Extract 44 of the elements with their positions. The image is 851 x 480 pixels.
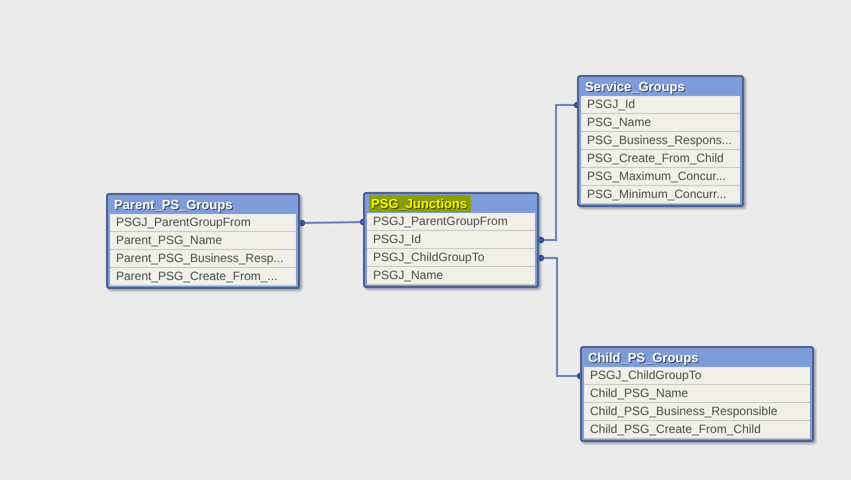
field-row	[110, 232, 296, 250]
table-box	[106, 193, 300, 289]
field-name: Parent_PSG_Name	[115, 233, 222, 247]
field-name: PSGJ_Name	[372, 268, 444, 282]
field-name: PSGJ_Id	[586, 97, 636, 111]
table-title: Service_Groups	[584, 78, 686, 95]
table-box	[580, 346, 814, 442]
field-name: PSGJ_ParentGroupFrom	[372, 214, 508, 228]
table-box	[363, 192, 539, 288]
field-row	[367, 249, 535, 267]
field-name: PSGJ_ParentGroupFrom	[115, 215, 251, 229]
field-row	[110, 250, 296, 268]
field-name: Parent_PSG_Business_Resp...	[115, 251, 284, 265]
field-name: Child_PSG_Name	[589, 386, 688, 400]
field-row	[584, 421, 810, 439]
field-name: Child_PSG_Business_Responsible	[589, 404, 778, 418]
field-name: PSG_Minimum_Concurr...	[586, 187, 726, 201]
field-row	[584, 367, 810, 385]
field-name: PSGJ_ChildGroupTo	[589, 368, 702, 382]
field-row	[110, 268, 296, 286]
field-row	[581, 114, 740, 132]
table-title: PSG_Junctions	[369, 195, 472, 212]
field-row	[110, 214, 296, 232]
field-row	[367, 231, 535, 249]
field-name: PSG_Create_From_Child	[586, 151, 724, 165]
field-row	[581, 96, 740, 114]
table-box	[577, 75, 744, 207]
field-name: PSG_Name	[586, 115, 652, 129]
field-row	[367, 267, 535, 285]
table-title: Parent_PS_Groups	[113, 196, 234, 213]
table-title: Child_PS_Groups	[587, 349, 700, 366]
field-name: PSG_Maximum_Concur...	[586, 169, 726, 183]
field-row	[367, 213, 535, 231]
field-row	[584, 403, 810, 421]
field-row	[581, 132, 740, 150]
field-name: PSG_Business_Respons...	[586, 133, 732, 147]
field-row	[581, 168, 740, 186]
field-row	[581, 186, 740, 204]
field-name: Child_PSG_Create_From_Child	[589, 422, 761, 436]
field-name: PSGJ_Id	[372, 232, 422, 246]
field-row	[584, 385, 810, 403]
field-row	[581, 150, 740, 168]
field-name: PSGJ_ChildGroupTo	[372, 250, 484, 264]
field-name: Parent_PSG_Create_From_...	[115, 269, 278, 283]
